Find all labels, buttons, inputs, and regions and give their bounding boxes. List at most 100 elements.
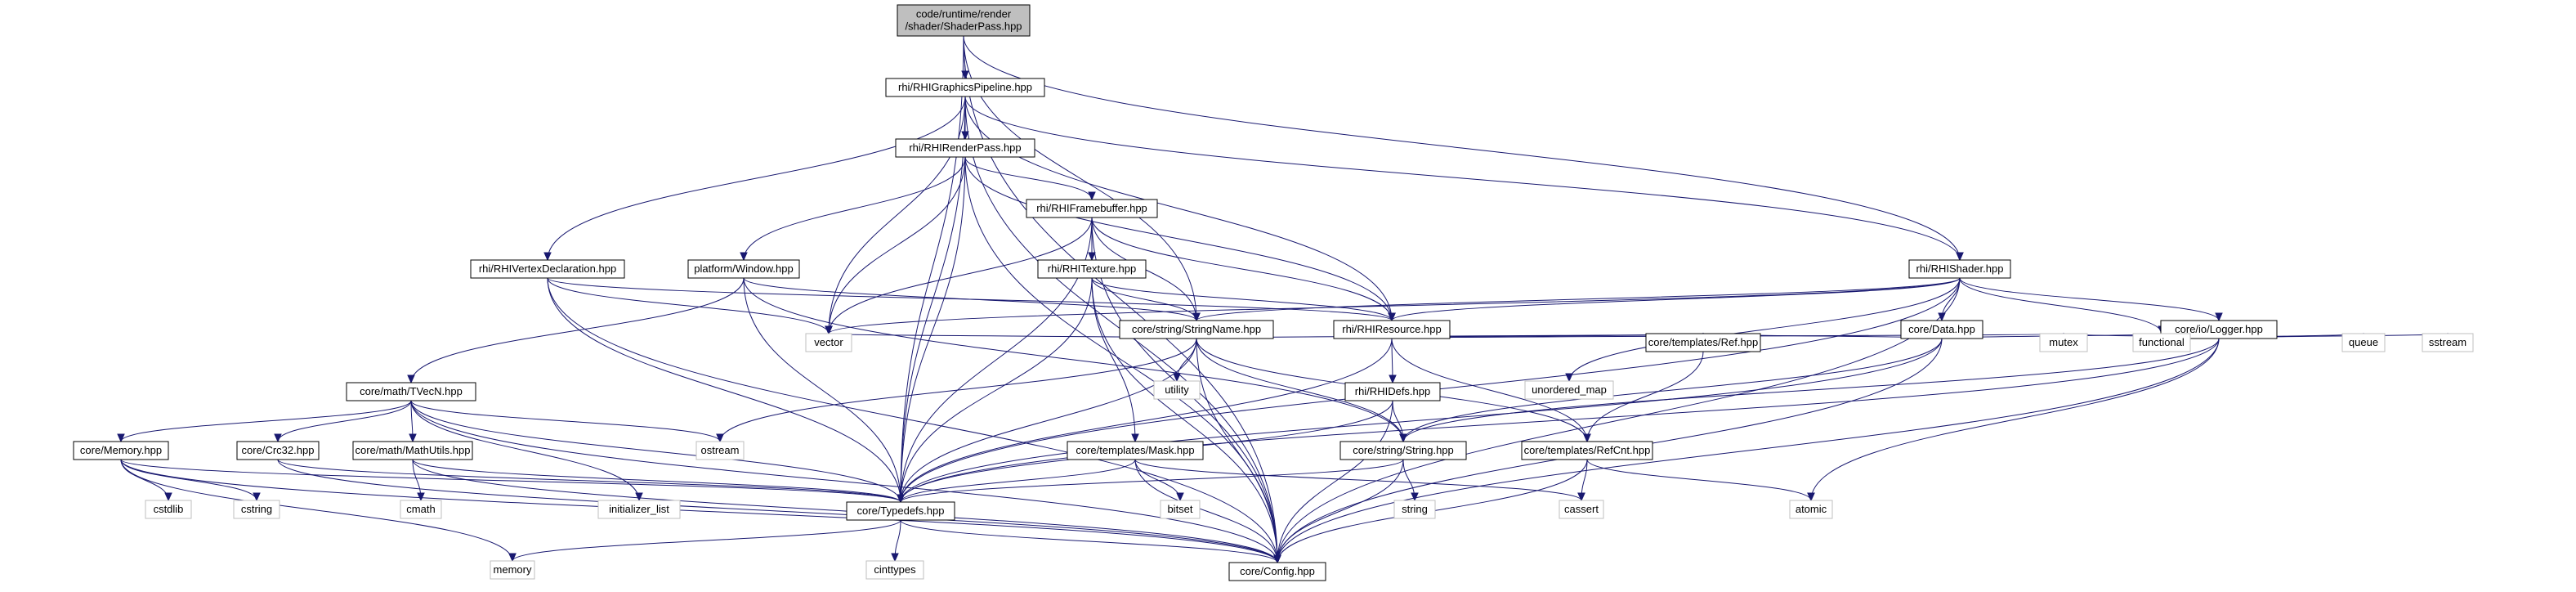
node-stringname-box (1119, 320, 1274, 339)
node-atomic-label: atomic (1796, 503, 1827, 515)
node-crc32[interactable]: core/Crc32.hpp (236, 441, 320, 460)
node-memory-box (490, 560, 535, 580)
node-rhiframebuffer[interactable]: rhi/RHIFramebuffer.hpp (1026, 199, 1158, 218)
node-mathutils-box (352, 441, 473, 460)
edge-res-to-defs (1389, 338, 1397, 384)
node-rhivertexdeclaration[interactable]: rhi/RHIVertexDeclaration.hpp (470, 259, 625, 279)
node-ostream-label: ostream (701, 444, 740, 456)
node-rhidefs[interactable]: rhi/RHIDefs.hpp (1344, 382, 1441, 401)
node-cinttypes-box (865, 560, 924, 580)
node-rhishader-box (1908, 259, 2011, 279)
node-rhiresource-label: rhi/RHIResource.hpp (1342, 323, 1441, 335)
edge-str-to-td (897, 459, 1404, 504)
node-mask[interactable]: core/templates/Mask.hpp (1067, 441, 1204, 460)
node-rhirenderpass[interactable]: rhi/RHIRenderPass.hpp (895, 138, 1035, 158)
node-logger-label: core/io/Logger.hpp (2175, 323, 2263, 335)
node-cmath-label: cmath (406, 503, 435, 515)
node-ref-box (1645, 333, 1761, 352)
node-unordered-map: unordered_map (1524, 380, 1614, 400)
node-typedefs[interactable]: core/Typedefs.hpp (846, 501, 955, 521)
node-config-label: core/Config.hpp (1240, 565, 1315, 577)
node-initializer-list-box (597, 500, 681, 519)
node-rhivertexdeclaration-label: rhi/RHIVertexDeclaration.hpp (479, 262, 616, 275)
node-cinttypes-label: cinttypes (874, 563, 916, 576)
node-shaderpass[interactable]: code/runtime/render/shader/ShaderPass.hp… (897, 4, 1031, 37)
edge-ref-to-rc (1583, 351, 1704, 443)
node-ref[interactable]: core/templates/Ref.hpp (1645, 333, 1761, 352)
node-functional-label: functional (2139, 336, 2185, 348)
node-utility-label: utility (1165, 383, 1189, 396)
node-rhitexture-box (1037, 259, 1147, 279)
node-typedefs-label: core/Typedefs.hpp (857, 505, 945, 517)
node-rhiresource-box (1333, 320, 1451, 339)
edge-sh-to-log (1959, 277, 2223, 322)
node-rhishader[interactable]: rhi/RHIShader.hpp (1908, 259, 2011, 279)
node-atomic: atomic (1789, 500, 1833, 519)
edge-tvec-to-ostream (410, 400, 724, 443)
node-shaderpass-label: code/runtime/render (916, 8, 1012, 20)
node-config-box (1228, 562, 1326, 581)
node-unordered-map-box (1524, 380, 1614, 400)
edge-rp-to-res (964, 156, 1396, 322)
node-core-string[interactable]: core/string/String.hpp (1339, 441, 1467, 460)
edge-tex-to-td (897, 277, 1093, 504)
node-cinttypes: cinttypes (865, 560, 924, 580)
node-queue-label: queue (2349, 336, 2378, 348)
node-cstring-box (233, 500, 280, 519)
node-rhitexture[interactable]: rhi/RHITexture.hpp (1037, 259, 1147, 279)
node-rhidefs-label: rhi/RHIDefs.hpp (1355, 385, 1430, 397)
node-refcnt[interactable]: core/templates/RefCnt.hpp (1521, 441, 1653, 460)
edge-tvec-to-crc (274, 400, 412, 443)
node-queue: queue (2341, 333, 2386, 352)
edge-log-to-td (897, 338, 2220, 504)
node-ostream: ostream (695, 441, 745, 460)
node-rhigraphicspipeline[interactable]: rhi/RHIGraphicsPipeline.hpp (885, 78, 1045, 97)
node-string: string (1393, 500, 1436, 519)
node-rhigraphicspipeline-label: rhi/RHIGraphicsPipeline.hpp (898, 81, 1032, 93)
edge-str-to-cfg (1273, 459, 1404, 564)
node-atomic-box (1789, 500, 1833, 519)
edge-mem-to-cstring (120, 459, 261, 502)
node-functional: functional (2132, 333, 2191, 352)
node-vector: vector (805, 333, 852, 352)
edge-sn-to-cfg (1196, 338, 1281, 564)
node-cstdlib: cstdlib (145, 500, 192, 519)
node-bitset-label: bitset (1167, 503, 1192, 515)
node-rhiresource[interactable]: rhi/RHIResource.hpp (1333, 320, 1451, 339)
edge-vd-to-td (547, 277, 905, 504)
edge-gp-to-sh (964, 96, 1964, 262)
node-cassert-box (1559, 500, 1604, 519)
node-tvecn[interactable]: core/math/TVecN.hpp (346, 382, 476, 401)
node-rhiframebuffer-label: rhi/RHIFramebuffer.hpp (1036, 202, 1147, 214)
node-config[interactable]: core/Config.hpp (1228, 562, 1326, 581)
node-core-memory-box (73, 441, 169, 460)
node-core-data-box (1900, 320, 1983, 339)
node-ref-label: core/templates/Ref.hpp (1648, 336, 1758, 348)
edge-sh-to-res (1388, 277, 1961, 322)
node-platform-window-label: platform/Window.hpp (694, 262, 793, 275)
node-core-memory[interactable]: core/Memory.hpp (73, 441, 169, 460)
node-cmath-box (400, 500, 442, 519)
node-bitset-box (1160, 500, 1201, 519)
node-rhitexture-label: rhi/RHITexture.hpp (1048, 262, 1136, 275)
node-core-data[interactable]: core/Data.hpp (1900, 320, 1983, 339)
node-cassert-label: cassert (1564, 503, 1599, 515)
edge-sh-to-sn (1192, 277, 1961, 322)
node-stringname[interactable]: core/string/StringName.hpp (1119, 320, 1274, 339)
edge-log-to-atomic (1807, 338, 2220, 502)
node-mathutils[interactable]: core/math/MathUtils.hpp (352, 441, 473, 460)
node-crc32-label: core/Crc32.hpp (242, 444, 315, 456)
node-tvecn-box (346, 382, 476, 401)
edge-str-to-string (1402, 459, 1419, 502)
node-mask-box (1067, 441, 1204, 460)
edge-tvec-to-mu (409, 400, 417, 443)
node-refcnt-label: core/templates/RefCnt.hpp (1524, 444, 1651, 456)
node-platform-window[interactable]: platform/Window.hpp (687, 259, 800, 279)
node-initializer-list: initializer_list (597, 500, 681, 519)
edge-mem-to-cfg (120, 459, 1281, 564)
node-vector-label: vector (814, 336, 843, 348)
edge-res-to-td (897, 338, 1393, 504)
edge-td-to-memory (508, 519, 901, 563)
edge-win-to-str (743, 277, 1407, 443)
edge-win-to-sn (743, 277, 1201, 322)
